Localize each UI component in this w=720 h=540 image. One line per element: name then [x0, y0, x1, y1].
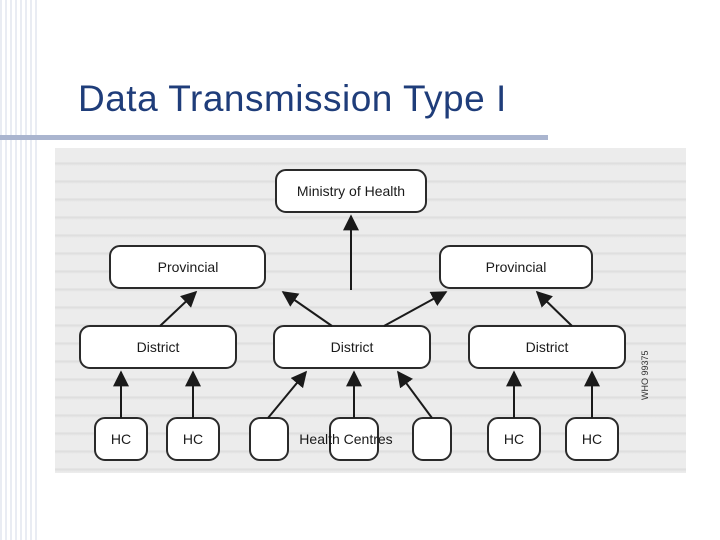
ministry-label: Ministry of Health: [297, 183, 405, 199]
arrow-district-right-provincial: [535, 290, 573, 327]
district-center-label: District: [331, 339, 374, 355]
arrow-district-left-provincial: [159, 290, 198, 327]
hc-label-1: HC: [111, 431, 131, 447]
arrow-hc5-district: [397, 370, 433, 419]
district-right-box: [468, 325, 626, 369]
arrow-district-center-provincial-right: [383, 291, 448, 327]
district-right-label: District: [526, 339, 569, 355]
arrow-district-center-provincial-left: [281, 291, 333, 327]
provincial-right-label: Provincial: [486, 259, 547, 275]
provincial-left-box: [109, 245, 266, 289]
district-left-label: District: [137, 339, 180, 355]
district-left-box: [79, 325, 237, 369]
health-centres-label: Health Centres: [299, 431, 392, 447]
ministry-box: [275, 169, 427, 213]
provincial-right-box: [439, 245, 593, 289]
decorative-side-bar: [0, 0, 40, 540]
district-center-box: [273, 325, 431, 369]
title-underline: [0, 135, 548, 140]
arrow-hc3-district: [267, 370, 308, 419]
hc-box-5: [412, 417, 452, 461]
side-note-code: WHO 99375: [640, 350, 650, 400]
provincial-left-label: Provincial: [158, 259, 219, 275]
slide-title: Data Transmission Type I: [78, 78, 507, 119]
hc-label-5: HC: [504, 431, 524, 447]
hc-label-2: HC: [183, 431, 203, 447]
hc-box-3: [249, 417, 289, 461]
hc-label-6: HC: [582, 431, 602, 447]
